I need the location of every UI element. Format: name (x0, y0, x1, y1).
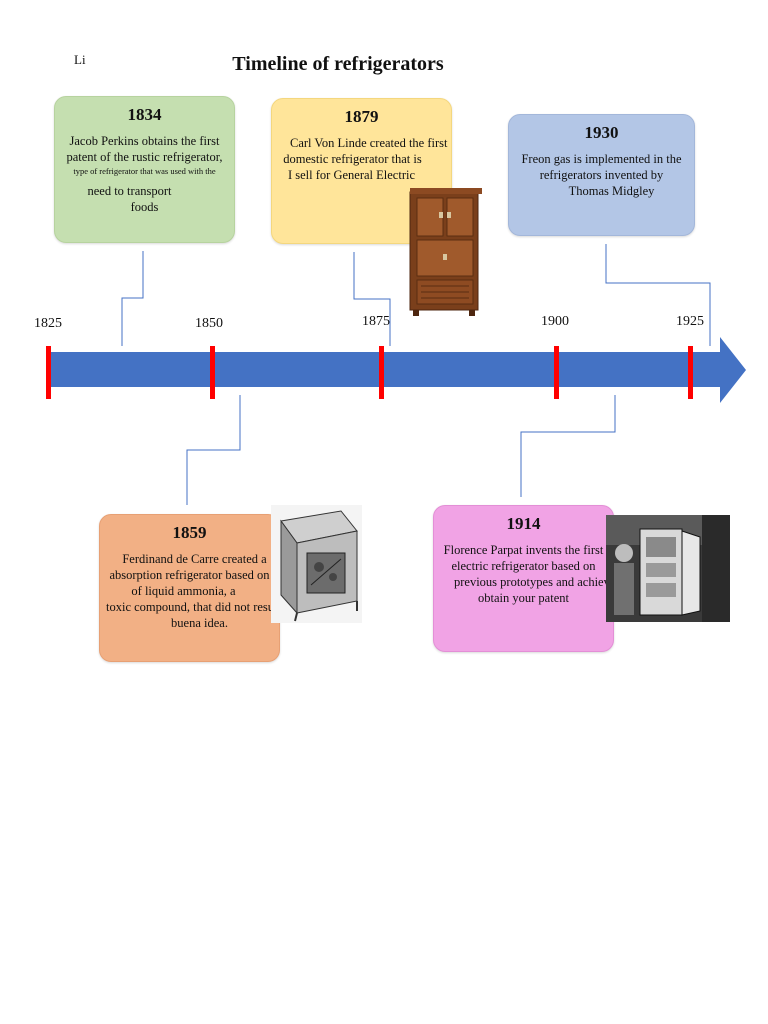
event-year: 1914 (506, 514, 541, 533)
event-box-1930: 1930 Freon gas is implemented in the ref… (508, 114, 695, 236)
event-box-1834: 1834 Jacob Perkins obtains the first pat… (54, 96, 235, 243)
event-line: domestic refrigerator that is (283, 152, 422, 166)
tick-label-1925: 1925 (676, 314, 704, 329)
corner-text: Li (74, 52, 86, 67)
event-line: of liquid ammonia, a (131, 584, 236, 598)
connector-1914 (520, 395, 616, 497)
tick-label-1900: 1900 (541, 314, 569, 329)
event-line: absorption refrigerator based on (109, 568, 270, 582)
connector-1834 (121, 251, 144, 346)
event-line: electric refrigerator based on (451, 559, 596, 573)
event-line: Florence Parpat invents the first (443, 543, 604, 557)
timeline-arrow (50, 337, 746, 403)
event-line: patent of the rustic refrigerator, (66, 150, 223, 164)
event-line: type of refrigerator that was used with … (73, 166, 216, 176)
tick-1850 (210, 346, 215, 399)
event-year: 1879 (344, 107, 379, 126)
tick-1925 (688, 346, 693, 399)
connector-1879 (353, 252, 391, 346)
event-line: I sell for General Electric (287, 168, 415, 182)
event-line: Carl Von Linde created the first (290, 136, 448, 150)
connector-1930 (605, 244, 711, 346)
event-line: toxic compound, that did not result (106, 600, 281, 614)
event-box-1914: 1914 Florence Parpat invents the first e… (433, 505, 621, 652)
event-line: buena idea. (171, 616, 228, 630)
tick-1825 (46, 346, 51, 399)
event-line: obtain your patent (478, 591, 569, 605)
event-line: Jacob Perkins obtains the first (69, 134, 220, 148)
page-title: Timeline of refrigerators (232, 53, 444, 75)
absorption-refrigerator-engraving (271, 505, 362, 623)
event-year: 1930 (584, 123, 619, 142)
event-line: refrigerators invented by (539, 168, 664, 182)
event-line: need to transport (87, 184, 172, 198)
event-line: Ferdinand de Carre created a (122, 552, 267, 566)
electric-refrigerator-photo (606, 515, 730, 622)
event-year: 1859 (172, 523, 207, 542)
event-line: foods (130, 200, 159, 214)
tick-1875 (379, 346, 384, 399)
event-box-1859: 1859 Ferdinand de Carre created a absorp… (99, 514, 281, 662)
tick-label-1850: 1850 (195, 316, 223, 331)
connector-1859 (186, 395, 241, 505)
tick-1900 (554, 346, 559, 399)
event-year: 1834 (127, 105, 162, 124)
event-line: Freon gas is implemented in the (521, 152, 682, 166)
tick-label-1875: 1875 (362, 314, 390, 329)
event-line: Thomas Midgley (568, 184, 655, 198)
wooden-icebox-photo (409, 188, 482, 316)
tick-label-1825: 1825 (34, 316, 62, 331)
event-line: previous prototypes and achieves (454, 575, 621, 589)
